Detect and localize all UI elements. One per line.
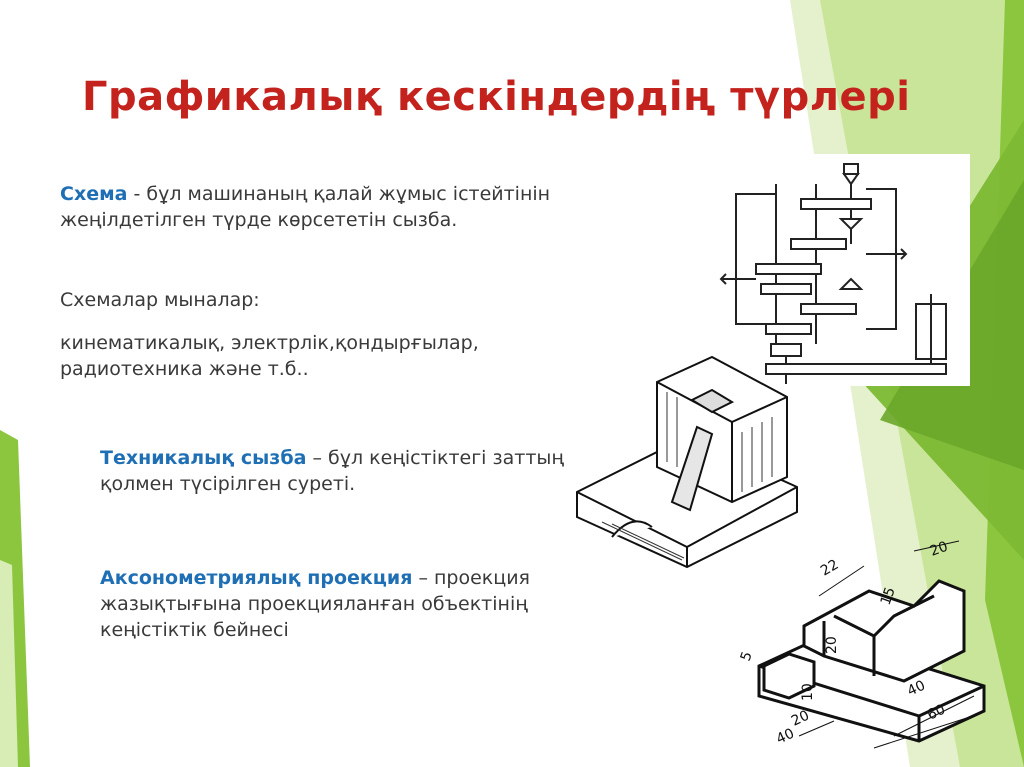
axonometric-term: Аксонометриялық проекция <box>100 567 413 589</box>
dim-label-22: 22 <box>818 557 841 580</box>
dim-label-20-side: 20 <box>824 636 840 654</box>
slide-title: Графикалық кескіндердің түрлері <box>82 74 911 120</box>
dim-label-40-bottom: 40 <box>774 726 797 748</box>
dim-label-20-top: 20 <box>928 539 950 560</box>
schema-types-heading: Схемалар мыналар: <box>60 289 260 311</box>
dim-label-60: 60 <box>925 702 948 724</box>
technical-drawing-image <box>576 355 798 569</box>
schema-types-list: кинематикалық, электрлік,қондырғылар, ра… <box>60 332 479 380</box>
axonometric-projection-image: 20 22 15 20 5 10 20 40 40 60 <box>738 539 986 749</box>
dim-label-40: 40 <box>905 678 928 700</box>
technical-drawing-text: – бұл кеңістіктегі заттың қолмен түсіріл… <box>100 447 564 495</box>
axonometric-text: – проекция жазықтығына проекцияланған об… <box>100 567 530 641</box>
axonometric-definition: Аксонометриялық проекция – проекция жазы… <box>100 565 580 643</box>
schema-definition: Схема - бұл машинаның қалай жұмыс істейт… <box>60 181 600 233</box>
schema-term: Схема <box>60 183 128 205</box>
dim-label-10: 10 <box>800 683 816 701</box>
dim-label-15: 15 <box>878 585 899 607</box>
technical-drawing-definition: Техникалық сызба – бұл кеңістіктегі затт… <box>100 445 580 497</box>
dim-label-5: 5 <box>738 650 756 664</box>
schema-definition-text: - бұл машинаның қалай жұмыс істейтінін ж… <box>60 183 551 231</box>
dim-label-20-bottom: 20 <box>789 708 812 730</box>
kinematic-schema-image <box>716 154 970 386</box>
technical-drawing-term: Техникалық сызба <box>100 447 307 469</box>
